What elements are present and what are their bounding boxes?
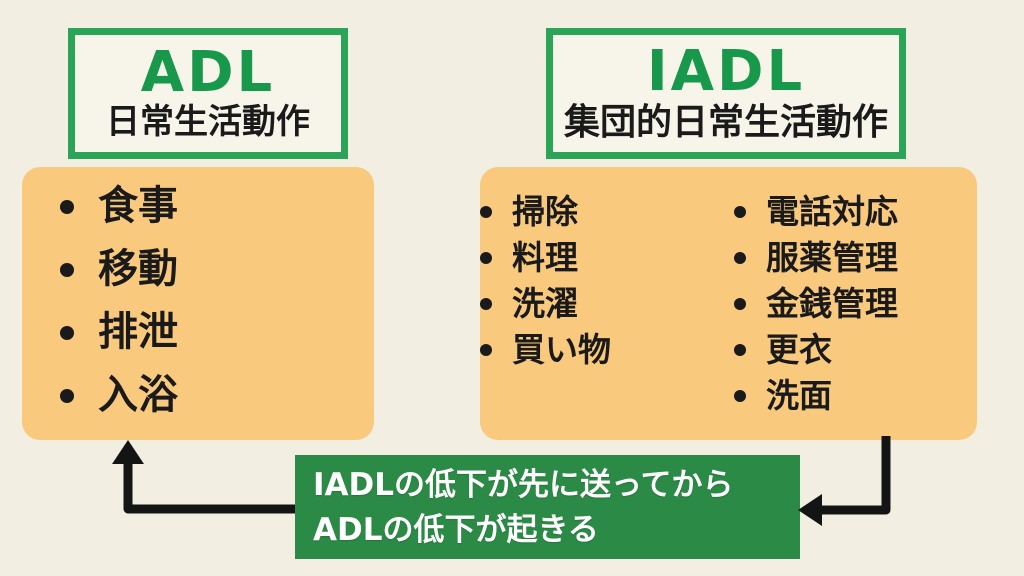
bullet-icon bbox=[734, 252, 746, 264]
adl-header-box: ADL 日常生活動作 bbox=[68, 28, 348, 159]
list-item: 買い物 bbox=[480, 327, 734, 373]
list-item: 入浴 bbox=[60, 364, 374, 427]
bullet-icon bbox=[60, 388, 74, 403]
list-item-label: 食事 bbox=[98, 183, 178, 229]
bullet-icon bbox=[60, 325, 74, 340]
bullet-icon bbox=[734, 206, 746, 218]
iadl-title: IADL bbox=[646, 39, 806, 105]
list-item: 電話対応 bbox=[734, 189, 898, 235]
list-item-label: 服薬管理 bbox=[766, 238, 898, 277]
list-item: 服薬管理 bbox=[734, 235, 898, 281]
list-item-label: 移動 bbox=[98, 246, 178, 292]
bullet-icon bbox=[734, 344, 746, 356]
bullet-icon bbox=[734, 390, 746, 402]
list-item: 金銭管理 bbox=[734, 281, 898, 327]
list-item: 料理 bbox=[480, 235, 734, 281]
list-item-label: 買い物 bbox=[512, 330, 611, 369]
bullet-icon bbox=[60, 262, 74, 277]
bullet-icon bbox=[480, 298, 492, 310]
list-item: 移動 bbox=[60, 238, 374, 301]
arrow-iadl-to-banner bbox=[798, 436, 891, 526]
bullet-icon bbox=[60, 199, 74, 214]
adl-subtitle: 日常生活動作 bbox=[106, 102, 310, 143]
bullet-icon bbox=[480, 252, 492, 264]
arrow-banner-to-adl bbox=[112, 440, 295, 514]
list-item-label: 電話対応 bbox=[766, 192, 898, 231]
list-item-label: 更衣 bbox=[766, 330, 832, 369]
iadl-items-box: 掃除 料理 洗濯 買い物 電話対応 服薬管理 金銭管理 更衣 洗面 bbox=[480, 167, 977, 440]
adl-items-box: 食事 移動 排泄 入浴 bbox=[22, 167, 374, 440]
list-item-label: 掃除 bbox=[512, 192, 578, 231]
banner-line-2: ADLの低下が起きる bbox=[313, 512, 599, 548]
list-item-label: 入浴 bbox=[98, 372, 178, 418]
iadl-header-box: IADL 集団的日常生活動作 bbox=[546, 28, 906, 159]
list-item: 排泄 bbox=[60, 301, 374, 364]
iadl-items-column-2: 電話対応 服薬管理 金銭管理 更衣 洗面 bbox=[734, 189, 898, 440]
bullet-icon bbox=[480, 206, 492, 218]
iadl-items-column-1: 掃除 料理 洗濯 買い物 bbox=[480, 189, 734, 440]
list-item: 洗濯 bbox=[480, 281, 734, 327]
bullet-icon bbox=[734, 298, 746, 310]
list-item: 食事 bbox=[60, 175, 374, 238]
list-item-label: 金銭管理 bbox=[766, 284, 898, 323]
explanation-banner: IADLの低下が先に送ってから ADLの低下が起きる bbox=[295, 455, 800, 559]
list-item: 掃除 bbox=[480, 189, 734, 235]
banner-line-1: IADLの低下が先に送ってから bbox=[313, 467, 734, 503]
list-item-label: 洗濯 bbox=[512, 284, 578, 323]
list-item-label: 料理 bbox=[512, 238, 578, 277]
list-item-label: 洗面 bbox=[766, 376, 832, 415]
adl-items-list: 食事 移動 排泄 入浴 bbox=[60, 175, 374, 427]
iadl-subtitle: 集団的日常生活動作 bbox=[563, 102, 888, 144]
bullet-icon bbox=[480, 344, 492, 356]
list-item: 洗面 bbox=[734, 373, 898, 419]
adl-title: ADL bbox=[140, 40, 276, 106]
list-item-label: 排泄 bbox=[98, 309, 178, 355]
list-item: 更衣 bbox=[734, 327, 898, 373]
